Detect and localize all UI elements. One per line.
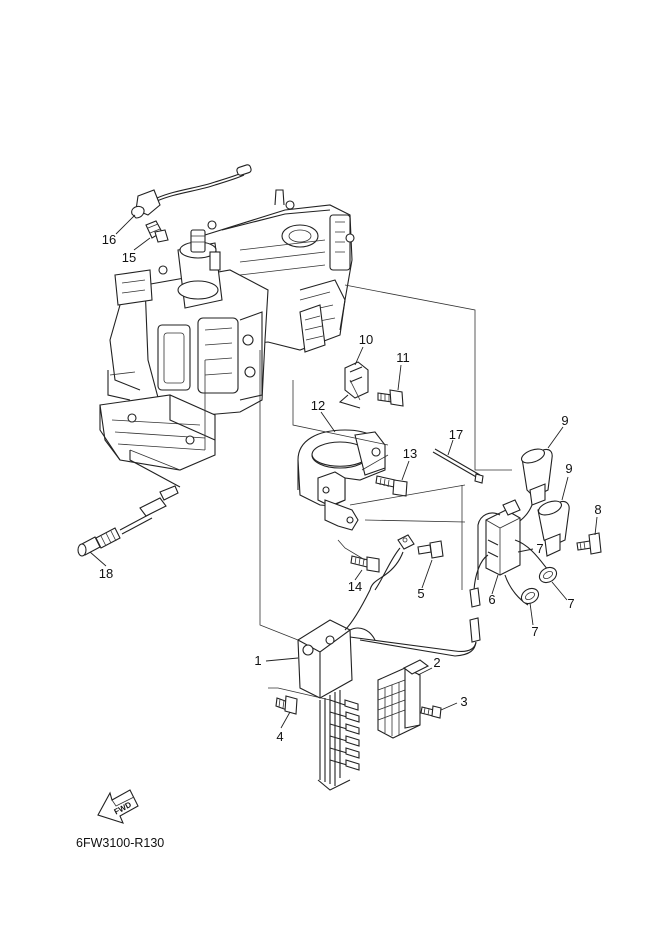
forward-arrow-icon: FWD: [97, 789, 139, 824]
label-5: 5: [417, 586, 424, 601]
reference-lines: [129, 284, 512, 701]
part-3-screw: [420, 705, 442, 719]
label-10: 10: [359, 332, 373, 347]
label-8: 8: [594, 502, 601, 517]
label-7-b: 7: [567, 596, 574, 611]
part-number-labels: 1 2 3 4 5 6 7 7 7 8 9 9 10 11 12 13 14 1…: [99, 232, 602, 744]
wire-harness: [344, 551, 477, 652]
part-17-cable-tie: [432, 448, 484, 484]
label-3: 3: [460, 694, 467, 709]
part-4-bolt: [275, 695, 298, 715]
label-9-b: 9: [565, 461, 572, 476]
part-1-cdi-unit: [297, 619, 376, 791]
label-6: 6: [488, 592, 495, 607]
part-5-screw: [374, 534, 444, 591]
part-18-sensor: [77, 450, 181, 557]
label-13: 13: [403, 446, 417, 461]
label-4: 4: [276, 729, 283, 744]
part-11-bolt: [377, 389, 404, 407]
label-15: 15: [122, 250, 136, 265]
label-17: 17: [449, 427, 463, 442]
label-7-a: 7: [536, 541, 543, 556]
ignition-coil-assembly: [359, 448, 570, 657]
part-13-bolt: [375, 475, 408, 497]
part-10-clip: [338, 361, 369, 409]
label-11: 11: [396, 350, 410, 365]
engine-block: [99, 189, 355, 471]
label-2: 2: [433, 655, 440, 670]
label-14: 14: [348, 579, 362, 594]
label-9-a: 9: [561, 413, 568, 428]
part-8-bolt: [576, 532, 602, 555]
label-16: 16: [102, 232, 116, 247]
part-2-terminal-block: [377, 659, 430, 739]
part-14-bolt: [350, 555, 380, 573]
part-12-bracket: [297, 429, 386, 531]
label-1: 1: [254, 653, 261, 668]
label-7-c: 7: [531, 624, 538, 639]
label-18: 18: [99, 566, 113, 581]
document-code: 6FW3100-R130: [76, 836, 164, 850]
leader-lines: [89, 214, 598, 729]
label-12: 12: [311, 398, 325, 413]
